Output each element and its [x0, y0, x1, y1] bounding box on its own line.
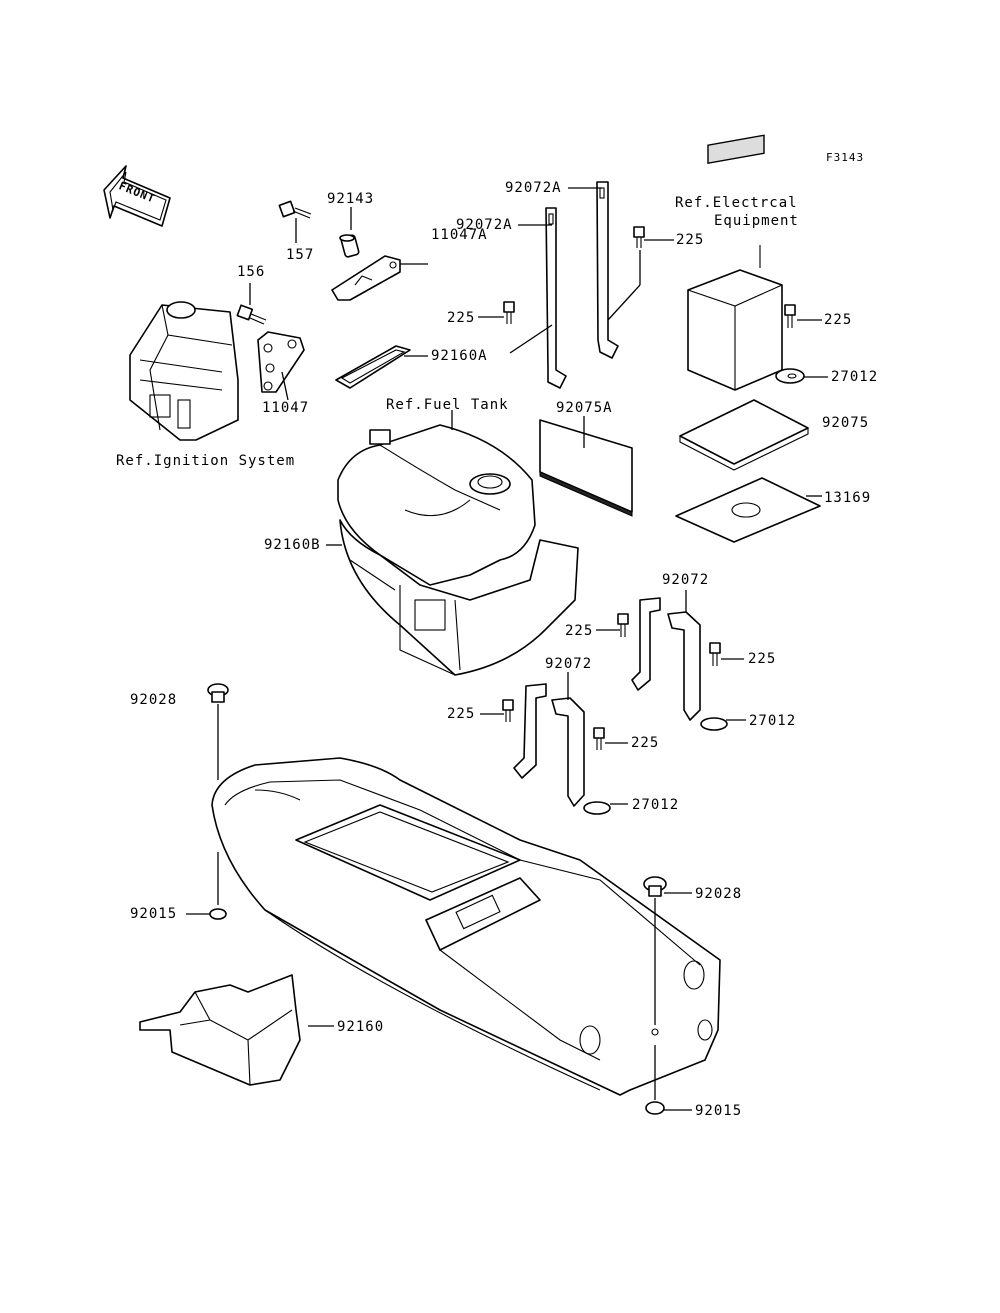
label-157: 157 — [286, 247, 315, 263]
label-92028-left: 92028 — [130, 692, 178, 708]
label-92015-left: 92015 — [130, 906, 178, 922]
label-ref-ignition-system: Ref.Ignition System — [116, 453, 296, 469]
strap-92072A-left-icon — [545, 207, 567, 389]
label-225-d: 225 — [565, 623, 594, 639]
label-27012-b: 27012 — [749, 713, 797, 729]
grommet-92028-left-icon — [207, 683, 229, 703]
battery-icon — [687, 134, 783, 391]
label-92072A-top: 92072A — [505, 180, 562, 196]
label-92075A: 92075A — [556, 400, 613, 416]
label-92160: 92160 — [337, 1019, 385, 1035]
label-92072A-mid: 92072A — [456, 217, 513, 233]
figure-code: F3143 — [826, 151, 865, 164]
strap-92072A-right-icon — [596, 181, 619, 359]
label-225-g: 225 — [631, 735, 660, 751]
label-92072-mid: 92072 — [545, 656, 593, 672]
label-13169: 13169 — [824, 490, 872, 506]
label-92075: 92075 — [822, 415, 870, 431]
bolt-157-icon — [278, 200, 312, 219]
bolt-225-c-icon — [784, 304, 796, 328]
label-156: 156 — [237, 264, 266, 280]
bolt-225-f-icon — [502, 699, 514, 722]
tray-13169-icon — [675, 477, 821, 543]
nut-92015-right-icon — [645, 1101, 665, 1115]
washer-27012-c-icon — [583, 801, 611, 815]
nut-92015-left-icon — [209, 908, 227, 920]
ignition-box-icon — [129, 301, 239, 441]
label-92143: 92143 — [327, 191, 375, 207]
label-11047A: 11047A — [431, 227, 488, 243]
washer-27012-a-icon — [775, 368, 805, 384]
label-27012-c: 27012 — [632, 797, 680, 813]
label-ref-fuel-tank: Ref.Fuel Tank — [386, 397, 509, 413]
bolt-225-d-icon — [617, 613, 629, 637]
label-92015-right: 92015 — [695, 1103, 743, 1119]
label-92160A: 92160A — [431, 348, 488, 364]
washer-27012-b-icon — [700, 717, 728, 731]
label-225-e: 225 — [748, 651, 777, 667]
bolt-225-g-icon — [593, 727, 605, 750]
label-11047: 11047 — [262, 400, 310, 416]
bracket-92072-mid-b-icon — [551, 697, 585, 807]
hull-icon — [211, 757, 721, 1096]
label-92160B: 92160B — [264, 537, 321, 553]
grommet-92028-right-icon — [643, 876, 667, 897]
sheet-92075A-icon — [539, 419, 633, 517]
label-ref-electrical-line1: Ref.Electrcal — [675, 195, 798, 211]
bolt-225-a-icon — [503, 301, 515, 324]
pad-92075-icon — [679, 399, 809, 471]
label-ref-electrical-line2: Equipment — [714, 213, 799, 229]
label-92072-right: 92072 — [662, 572, 710, 588]
label-225-c: 225 — [824, 312, 853, 328]
bracket-11047-icon — [257, 331, 305, 393]
bracket-11047A-icon — [331, 255, 401, 301]
front-arrow-icon — [103, 165, 171, 227]
label-225-b: 225 — [676, 232, 705, 248]
bracket-92072-right-b-icon — [667, 611, 701, 721]
bracket-92072-mid-a-icon — [513, 683, 547, 779]
fuel-tank-icon — [337, 424, 536, 586]
pad-92160A-icon — [335, 345, 411, 389]
leader-lines — [186, 187, 828, 1111]
bolt-156-icon — [236, 304, 267, 325]
label-225-f: 225 — [447, 706, 476, 722]
bracket-92072-right-a-icon — [631, 597, 661, 691]
pad-92160B-icon — [339, 519, 579, 676]
collar-92143-icon — [339, 234, 360, 258]
label-27012-a: 27012 — [831, 369, 879, 385]
label-92028-right: 92028 — [695, 886, 743, 902]
label-225-a: 225 — [447, 310, 476, 326]
pad-92160-icon — [139, 974, 301, 1086]
bolt-225-b-icon — [633, 226, 645, 248]
bolt-225-e-icon — [709, 642, 721, 666]
